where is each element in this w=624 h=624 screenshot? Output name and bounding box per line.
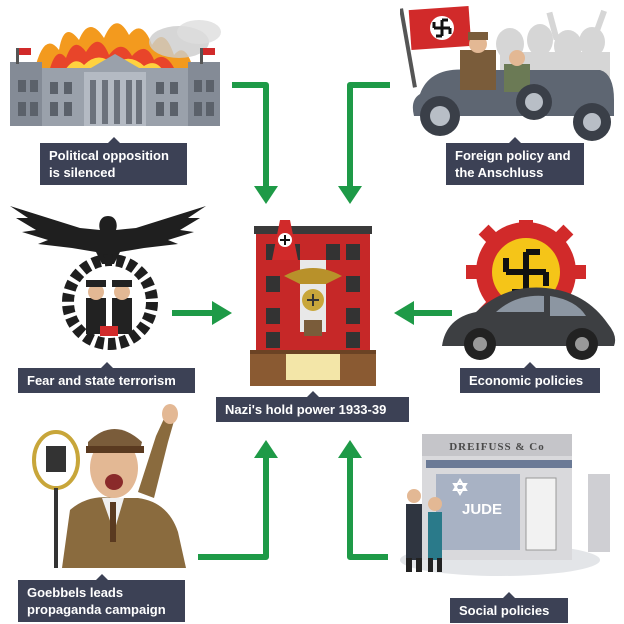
label-line: Goebbels leads [27,585,124,600]
label-line: Political opposition [49,148,169,163]
label-line: Foreign policy and [455,148,571,163]
label-line: Social policies [459,603,550,618]
arrowhead-propaganda [254,440,278,458]
label-line: propaganda campaign [27,602,166,617]
arrowhead-social [338,440,362,458]
goebbels-speaking-icon [32,404,186,568]
arrowhead-foreign [338,186,362,204]
label-fear-terrorism: Fear and state terrorism [18,362,195,393]
label-line: Fear and state terrorism [27,373,176,388]
arrow-propaganda [198,456,269,560]
label-center-title: Nazi's hold power 1933-39 [216,391,409,422]
shop-sign-text: DREIFUSS & Co [449,441,545,453]
shop-graffiti-text: JUDE [462,501,502,518]
shop-front-icon: DREIFUSS & Co JUDE [400,434,610,576]
burning-reichstag-icon [10,20,221,126]
label-line: Economic policies [469,373,584,388]
arrowhead-political [254,186,278,204]
arrowhead-economic [394,301,414,325]
label-economic-policies: Economic policies [460,362,600,393]
label-political-opposition: Political opposition is silenced [40,137,187,185]
eagle-emblem-icon [10,206,206,350]
nazi-headquarters-icon [250,220,376,386]
label-line: the Anschluss [455,165,544,180]
arrow-political [232,82,269,186]
center-title-text: Nazi's hold power 1933-39 [225,402,387,417]
vw-beetle-icon [442,220,616,360]
arrow-social [347,456,388,560]
label-foreign-policy: Foreign policy and the Anschluss [446,137,584,185]
arrowhead-terror [212,301,232,325]
label-line: is silenced [49,165,116,180]
parade-car-icon [400,5,614,141]
label-social-policies: Social policies [450,592,568,623]
label-goebbels-propaganda: Goebbels leads propaganda campaign [18,574,185,622]
arrow-foreign [347,82,390,186]
